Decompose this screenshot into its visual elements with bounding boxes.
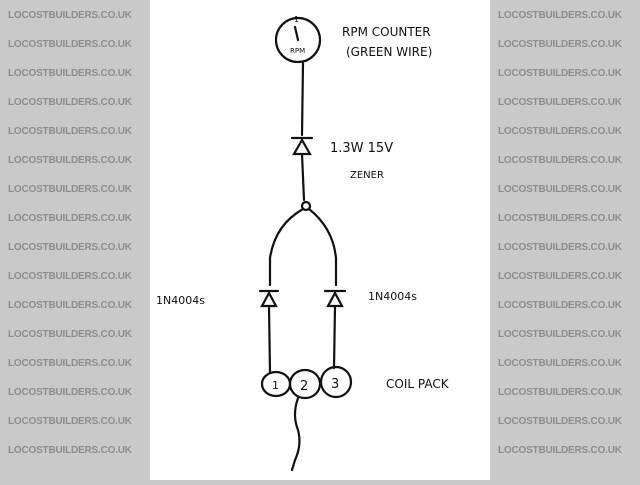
coil-pack-symbol: [260, 365, 353, 400]
watermark-text: LOCOSTBUILDERS.CO.UK: [8, 97, 132, 108]
watermark-text: LOCOSTBUILDERS.CO.UK: [8, 358, 132, 369]
gauge-needle: [293, 25, 300, 42]
watermark-strip-right: LOCOSTBUILDERS.CO.UK LOCOSTBUILDERS.CO.UK…: [490, 0, 640, 480]
watermark-text: LOCOSTBUILDERS.CO.UK: [498, 68, 622, 79]
wire: [300, 61, 305, 137]
wire: [290, 396, 301, 472]
coil-pack-label: COIL PACK: [386, 377, 450, 391]
watermark-text: LOCOSTBUILDERS.CO.UK: [498, 329, 622, 340]
watermark-text: LOCOSTBUILDERS.CO.UK: [498, 242, 622, 253]
watermark-text: LOCOSTBUILDERS.CO.UK: [498, 213, 622, 224]
right-diode-symbol: [323, 289, 347, 370]
watermark-text: LOCOSTBUILDERS.CO.UK: [8, 126, 132, 137]
watermark-text: LOCOSTBUILDERS.CO.UK: [498, 184, 622, 195]
rpm-gauge-number: 1: [294, 15, 299, 24]
watermark-text: LOCOSTBUILDERS.CO.UK: [8, 416, 132, 427]
diagram-panel: RPM 1 RPM COUNTER (GREEN WIRE) 1.3W 15V …: [150, 0, 490, 480]
watermark-text: LOCOSTBUILDERS.CO.UK: [8, 68, 132, 79]
watermark-text: LOCOSTBUILDERS.CO.UK: [498, 126, 622, 137]
coil-pin-3: 3: [331, 377, 339, 392]
watermark-text: LOCOSTBUILDERS.CO.UK: [498, 271, 622, 282]
watermark-text: LOCOSTBUILDERS.CO.UK: [498, 97, 622, 108]
watermark-text: LOCOSTBUILDERS.CO.UK: [8, 213, 132, 224]
watermark-text: LOCOSTBUILDERS.CO.UK: [8, 10, 132, 21]
watermark-text: LOCOSTBUILDERS.CO.UK: [498, 155, 622, 166]
watermark-text: LOCOSTBUILDERS.CO.UK: [498, 358, 622, 369]
watermark-text: LOCOSTBUILDERS.CO.UK: [8, 329, 132, 340]
watermark-text: LOCOSTBUILDERS.CO.UK: [8, 445, 132, 456]
watermark-text: LOCOSTBUILDERS.CO.UK: [8, 184, 132, 195]
junction-node: [300, 200, 312, 212]
wire: [268, 207, 305, 287]
watermark-strip-left: LOCOSTBUILDERS.CO.UK LOCOSTBUILDERS.CO.UK…: [0, 0, 150, 480]
watermark-text: LOCOSTBUILDERS.CO.UK: [8, 155, 132, 166]
wiring-diagram: RPM 1 RPM COUNTER (GREEN WIRE) 1.3W 15V …: [156, 15, 450, 472]
coil-pin-2: 2: [300, 379, 308, 394]
wire: [307, 207, 338, 287]
watermark-text: LOCOSTBUILDERS.CO.UK: [498, 10, 622, 21]
rpm-counter-label: RPM COUNTER: [342, 25, 431, 39]
watermark-text: LOCOSTBUILDERS.CO.UK: [498, 387, 622, 398]
watermark-text: LOCOSTBUILDERS.CO.UK: [8, 300, 132, 311]
zener-label: ZENER: [350, 170, 384, 181]
rpm-gauge-label: RPM: [290, 47, 305, 55]
watermark-text: LOCOSTBUILDERS.CO.UK: [8, 39, 132, 50]
right-diode-label: 1N4004s: [368, 290, 417, 303]
rpm-gauge-symbol: [274, 16, 322, 64]
left-diode-label: 1N4004s: [156, 294, 205, 307]
watermark-text: LOCOSTBUILDERS.CO.UK: [498, 39, 622, 50]
watermark-text: LOCOSTBUILDERS.CO.UK: [498, 416, 622, 427]
left-diode-symbol: [258, 289, 280, 374]
watermark-text: LOCOSTBUILDERS.CO.UK: [8, 271, 132, 282]
zener-rating-label: 1.3W 15V: [330, 141, 393, 156]
watermark-text: LOCOSTBUILDERS.CO.UK: [498, 445, 622, 456]
green-wire-label: (GREEN WIRE): [346, 45, 432, 59]
coil-pin-1: 1: [272, 379, 279, 392]
watermark-text: LOCOSTBUILDERS.CO.UK: [8, 242, 132, 253]
watermark-text: LOCOSTBUILDERS.CO.UK: [498, 300, 622, 311]
zener-diode-symbol: [290, 136, 314, 202]
watermark-text: LOCOSTBUILDERS.CO.UK: [8, 387, 132, 398]
